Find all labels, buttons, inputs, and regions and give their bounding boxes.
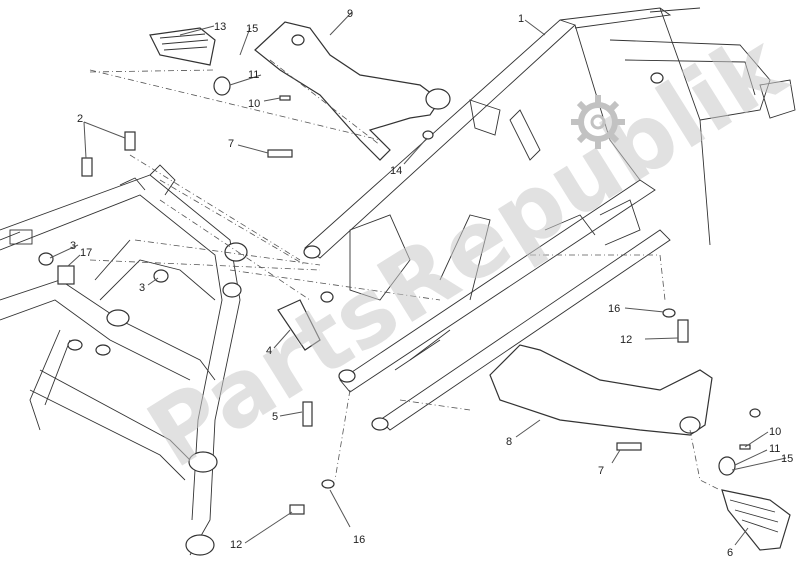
small-parts [38, 76, 761, 515]
callout-5: 5 [272, 411, 278, 423]
callout-12: 12 [620, 334, 632, 346]
callout-9: 9 [347, 8, 353, 20]
callout-13: 13 [214, 21, 226, 33]
main-frame [0, 164, 248, 556]
callout-8: 8 [506, 436, 512, 448]
callout-1: 1 [518, 13, 524, 25]
callout-2: 2 [77, 113, 83, 125]
callout-15: 15 [246, 23, 258, 35]
assembly-lines [89, 59, 721, 491]
rear-subframe [303, 7, 796, 431]
callout-3: 3 [70, 240, 76, 252]
left-footpeg-holder [254, 21, 451, 161]
gear-icon [571, 95, 625, 149]
callout-11: 11 [248, 69, 259, 81]
callout-16: 16 [608, 303, 620, 315]
callout-6: 6 [727, 547, 733, 559]
callout-17: 17 [80, 247, 92, 259]
callout-7: 7 [228, 138, 234, 150]
callout-7: 7 [598, 465, 604, 477]
callout-10: 10 [248, 98, 260, 110]
callout-11: 11 [769, 443, 780, 455]
right-footpeg-holder [489, 344, 713, 436]
callout-4: 4 [266, 345, 272, 357]
footpegs [149, 27, 791, 551]
callout-10: 10 [769, 426, 781, 438]
leader-lines [49, 11, 787, 546]
callout-12: 12 [230, 539, 242, 551]
callouts: 1 2 3 3 4 5 6 7 7 8 9 10 10 11 11 12 12 … [70, 8, 793, 559]
callout-3: 3 [139, 282, 145, 294]
callout-15: 15 [781, 453, 793, 465]
callout-16: 16 [353, 534, 365, 546]
callout-14: 14 [390, 165, 402, 177]
